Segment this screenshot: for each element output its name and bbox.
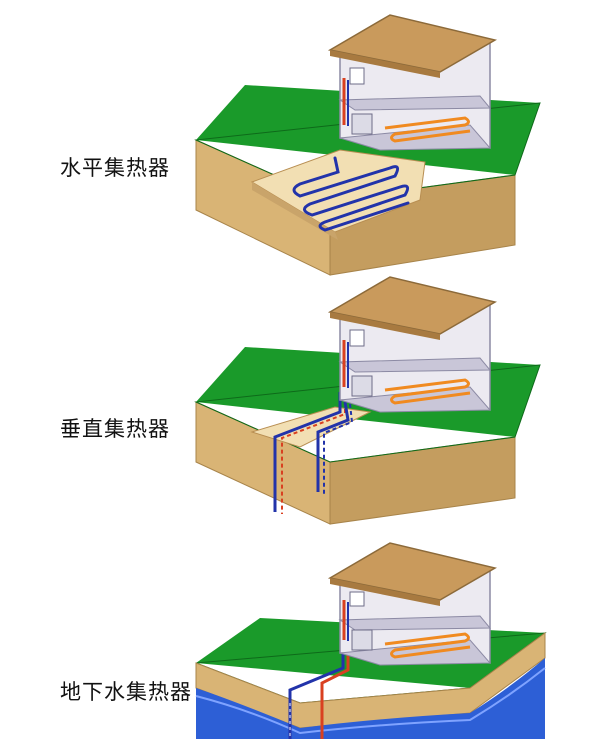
heat-pump-unit-icon [351,375,373,397]
heat-pump-unit-icon [351,113,373,135]
groundwater-layer [196,658,545,739]
house-icon [327,542,497,666]
vertical-collector-diagram [194,276,541,525]
ground-collector-icon [288,646,350,739]
upper-floor [338,95,492,111]
heat-pump-unit-icon [351,629,373,651]
house-icon [327,14,497,151]
groundwater-collector-diagram [195,542,547,739]
label-horizontal-collector: 水平集热器 [60,156,170,180]
control-box [349,67,365,85]
label-groundwater-collector: 地下水集热器 [60,680,192,704]
roof [327,14,497,73]
label-vertical-collector: 垂直集热器 [60,417,170,441]
ground-collector-icon [273,392,354,514]
trench [250,406,372,448]
ground-collector-icon [292,156,410,232]
house-icon [327,276,497,413]
floor-heating-coil [384,116,471,143]
horizontal-collector-diagram [194,14,541,276]
soil-side [329,436,516,525]
